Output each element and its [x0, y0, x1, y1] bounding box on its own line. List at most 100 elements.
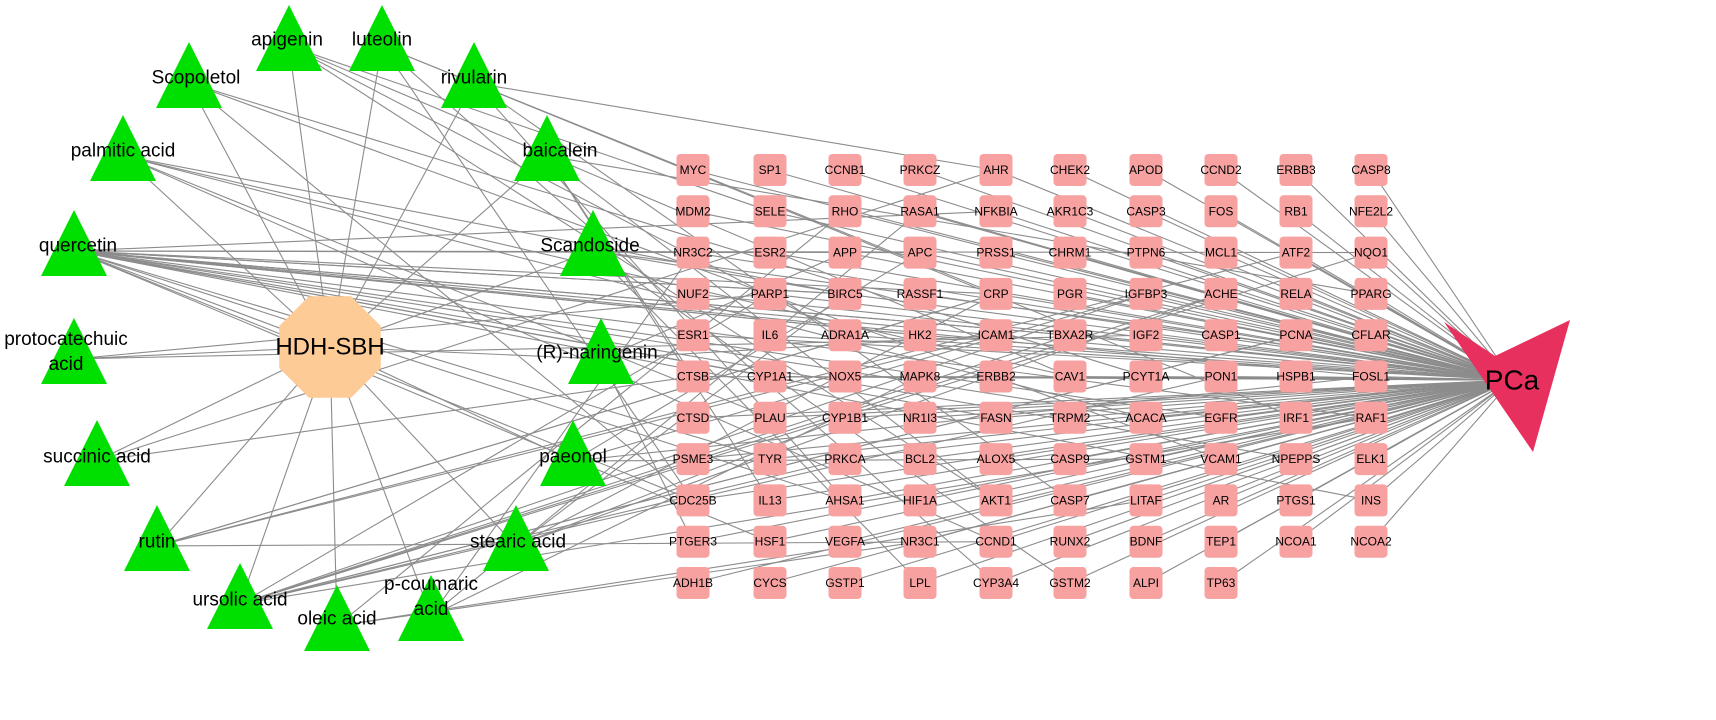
- edge-gene-target: [1220, 334, 1513, 381]
- gene-label: RELA: [1280, 287, 1311, 301]
- gene-label: PLAU: [754, 411, 785, 425]
- compound-label: Scandoside: [540, 236, 639, 257]
- compound-label: (R)-naringenin: [536, 343, 657, 364]
- gene-box: [1053, 319, 1087, 352]
- edge-gene-target: [919, 379, 1513, 584]
- gene-node: AKT1: [979, 484, 1013, 517]
- gene-box: [903, 195, 937, 228]
- gene-node: PTPN6: [1127, 236, 1166, 269]
- gene-box: [1279, 484, 1313, 517]
- gene-box: [1354, 154, 1388, 186]
- compound-node: Scopoletol: [152, 42, 240, 108]
- gene-box: [1279, 360, 1313, 393]
- gene-label: CASP3: [1126, 204, 1166, 218]
- gene-label: CDC25B: [669, 493, 716, 507]
- compound-triangle: [304, 585, 370, 651]
- gene-label: ACACA: [1125, 411, 1166, 425]
- edge-gene-target: [919, 379, 1513, 501]
- gene-label: AHR: [983, 163, 1009, 177]
- edge-gene-target: [1145, 379, 1513, 501]
- gene-label: CAV1: [1055, 370, 1086, 384]
- gene-box: [1129, 567, 1163, 599]
- gene-label: APC: [908, 246, 933, 260]
- gene-label: CTSD: [677, 411, 710, 425]
- gene-box: [676, 525, 710, 558]
- gene-box: [753, 236, 787, 269]
- gene-node: PRKCA: [824, 443, 866, 476]
- gene-label: CYP1B1: [822, 411, 868, 425]
- edge-compound-gene: [73, 250, 1222, 419]
- gene-label: LITAF: [1130, 493, 1162, 507]
- gene-label: PCYT1A: [1123, 370, 1170, 384]
- edge-gene-target: [919, 252, 1513, 381]
- gene-node: BCL2: [903, 443, 937, 476]
- gene-label: APP: [833, 246, 857, 260]
- edge-gene-target: [1370, 379, 1513, 501]
- gene-box: [1354, 195, 1388, 228]
- gene-box: [979, 443, 1013, 476]
- gene-label: TBXA2R: [1047, 328, 1094, 342]
- gene-label: TEP1: [1206, 535, 1236, 549]
- gene-node: ADH1B: [673, 567, 713, 599]
- gene-box: [1204, 525, 1238, 558]
- compound-triangle: [207, 563, 273, 629]
- compound-node: paeonol: [539, 420, 607, 486]
- gene-node: BDNF: [1129, 525, 1163, 558]
- edge-compound-gene: [600, 252, 846, 360]
- gene-box: [753, 484, 787, 517]
- gene-box: [1279, 525, 1313, 558]
- gene-label: SP1: [759, 163, 782, 177]
- gene-node: PTGS1: [1276, 484, 1316, 517]
- gene-node: CYCS: [753, 567, 787, 599]
- gene-label: ICAM1: [978, 328, 1015, 342]
- gene-node: AHR: [979, 154, 1013, 186]
- gene-box: [1204, 443, 1238, 476]
- gene-label: PARP1: [751, 287, 790, 301]
- gene-node: FOS: [1204, 195, 1238, 228]
- gene-label: BDNF: [1130, 535, 1163, 549]
- edge-compound-gene: [73, 250, 846, 295]
- gene-box: [828, 236, 862, 269]
- compound-node: (R)-naringenin: [536, 318, 658, 384]
- gene-box: [828, 360, 862, 393]
- gene-label: CYCS: [753, 576, 786, 590]
- gene-box: [979, 360, 1013, 393]
- gene-box: [676, 154, 710, 186]
- gene-node: CASP9: [1050, 443, 1090, 476]
- gene-label: NFKBIA: [974, 204, 1017, 218]
- gene-label: CYP1A1: [747, 370, 793, 384]
- gene-box: [1129, 319, 1163, 352]
- target-node-label: PCa: [1485, 365, 1540, 396]
- gene-label: IGFBP3: [1125, 287, 1168, 301]
- gene-node: APOD: [1129, 154, 1163, 186]
- edge-gene-target: [1220, 379, 1513, 584]
- gene-node: EGFR: [1204, 401, 1238, 434]
- gene-label: RB1: [1284, 204, 1308, 218]
- gene-node: CCND2: [1200, 154, 1242, 186]
- compound-label: baicalein: [523, 141, 598, 162]
- edge-gene-target: [1295, 379, 1513, 460]
- compound-label: palmitic acid: [71, 141, 176, 162]
- edge-gene-target: [1295, 379, 1513, 543]
- gene-node: RHO: [828, 195, 862, 228]
- gene-box: [979, 319, 1013, 352]
- gene-box: [1279, 319, 1313, 352]
- gene-box: [1354, 236, 1388, 269]
- edge-gene-target: [1220, 252, 1513, 381]
- gene-node: GSTM2: [1049, 567, 1091, 599]
- compound-node: apigenin: [251, 5, 323, 71]
- gene-label: NR3C1: [900, 535, 940, 549]
- gene-node: ESR1: [676, 319, 710, 352]
- edge-gene-target: [844, 379, 1513, 584]
- compound-label: luteolin: [352, 30, 412, 51]
- compound-triangle: [124, 505, 190, 571]
- gene-box: [1204, 360, 1238, 393]
- gene-label: MAPK8: [900, 370, 941, 384]
- gene-label: CASP1: [1201, 328, 1241, 342]
- compound-node: luteolin: [349, 5, 415, 71]
- gene-node: CTSB: [676, 360, 710, 393]
- gene-label: FASN: [980, 411, 1011, 425]
- gene-box: [828, 277, 862, 310]
- gene-label: HSPB1: [1276, 370, 1316, 384]
